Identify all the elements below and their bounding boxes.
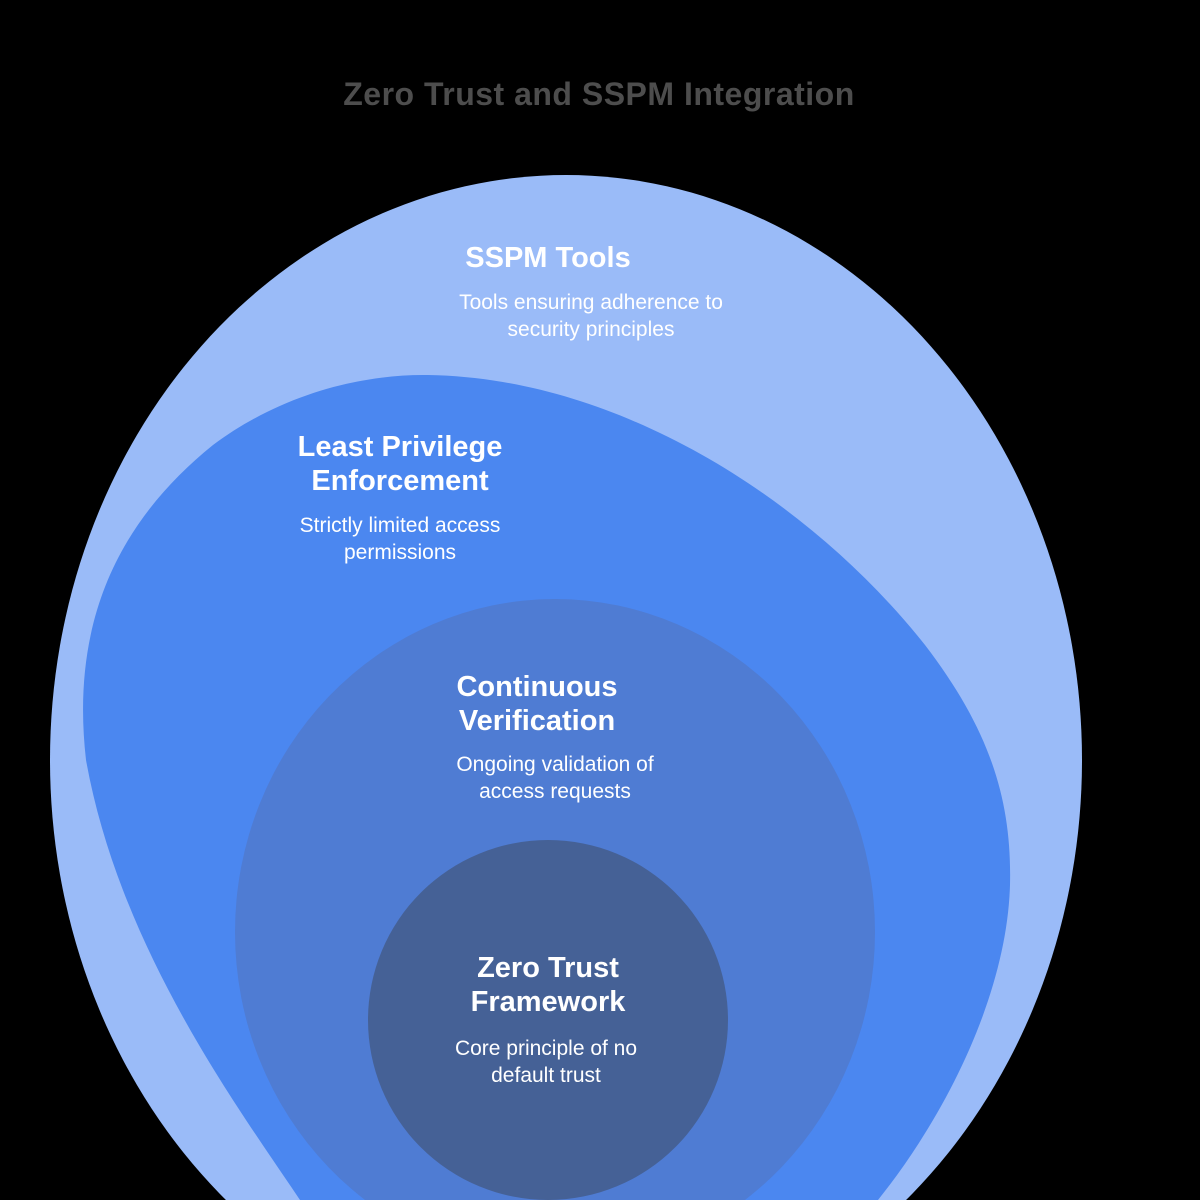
ring-description-least-privilege: Strictly limited access permissions — [299, 514, 501, 564]
ring-label-least-privilege: Least Privilege Enforcement — [297, 431, 503, 498]
ring-label-zero-trust: Zero Trust Framework — [470, 952, 626, 1019]
ring-description-sspm-tools: Tools ensuring adherence to security pri… — [459, 291, 723, 341]
ring-label-sspm-tools: SSPM Tools — [465, 242, 631, 274]
ring-shape-zero-trust — [368, 840, 728, 1200]
ring-description-zero-trust: Core principle of no default trust — [454, 1037, 638, 1087]
ring-description-continuous-verification: Ongoing validation of access requests — [456, 753, 654, 803]
ring-label-continuous-verification: Continuous Verification — [456, 671, 618, 738]
diagram-title: Zero Trust and SSPM Integration — [343, 76, 855, 112]
